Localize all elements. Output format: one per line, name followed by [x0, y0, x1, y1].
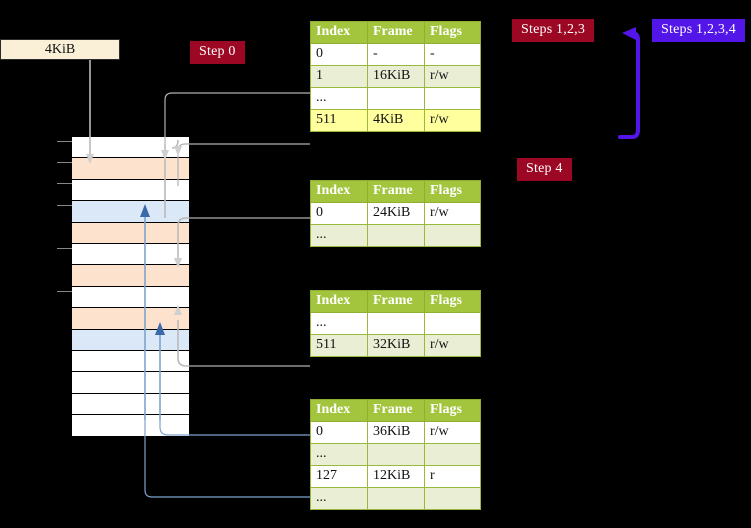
cell-flags [424, 224, 481, 247]
cell-frame: 16KiB [367, 65, 425, 88]
cell-index: 511 [310, 109, 368, 132]
cell-frame: 24KiB [367, 202, 425, 225]
column-header-index: Index [310, 21, 368, 44]
cell-index: 127 [310, 465, 368, 488]
badge-step-0: Step 0 [190, 41, 245, 64]
memory-frame-row[interactable] [72, 350, 189, 373]
column-header-frame: Frame [367, 399, 425, 422]
cell-flags [424, 312, 481, 335]
column-header-index: Index [310, 399, 368, 422]
cell-index: 511 [310, 334, 368, 357]
column-header-flags: Flags [424, 21, 481, 44]
cell-flags [424, 487, 481, 510]
memory-tick [57, 141, 72, 142]
cell-frame: 12KiB [367, 465, 425, 488]
badge-steps-1-2-3-4: Steps 1,2,3,4 [652, 19, 745, 42]
cell-index: ... [310, 443, 368, 466]
cell-flags: r/w [424, 109, 481, 132]
memory-frame-row[interactable] [72, 243, 189, 266]
column-header-index: Index [310, 180, 368, 203]
cell-frame: 36KiB [367, 421, 425, 444]
table-row[interactable]: ... [310, 443, 481, 466]
memory-frame-row[interactable] [72, 329, 189, 351]
cell-frame [367, 443, 425, 466]
memory-frame-row[interactable] [72, 415, 189, 437]
column-header-flags: Flags [424, 290, 481, 313]
memory-size-box: 4KiB [0, 39, 120, 60]
cell-flags [424, 87, 481, 110]
column-header-index: Index [310, 290, 368, 313]
cell-frame [367, 487, 425, 510]
wire-pml4-511 [177, 143, 310, 186]
cell-index: 0 [310, 43, 368, 66]
cell-frame [367, 224, 425, 247]
memory-frame-row[interactable] [72, 137, 189, 159]
cell-index: 0 [310, 421, 368, 444]
cell-index: ... [310, 487, 368, 510]
memory-frame-row[interactable] [72, 286, 189, 309]
cell-index: ... [310, 87, 368, 110]
memory-tick [57, 183, 72, 184]
cell-index: 1 [310, 65, 368, 88]
wire-steps-loop [618, 31, 640, 139]
memory-frame-row[interactable] [72, 372, 189, 394]
memory-frame-row[interactable] [72, 308, 189, 330]
memory-frame-row[interactable] [72, 265, 189, 287]
memory-frame-row[interactable] [72, 393, 189, 416]
cell-flags: r/w [424, 334, 481, 357]
memory-tick [57, 162, 72, 163]
cell-frame: 32KiB [367, 334, 425, 357]
cell-frame: 4KiB [367, 109, 425, 132]
cell-flags: r/w [424, 65, 481, 88]
table-row[interactable]: 0-- [310, 43, 481, 66]
cell-index: ... [310, 224, 368, 247]
memory-tick [57, 205, 72, 206]
cell-flags: - [424, 43, 481, 66]
badge-step-4: Step 4 [517, 158, 572, 181]
column-header-frame: Frame [367, 290, 425, 313]
physical-memory-column [71, 136, 190, 437]
cell-frame [367, 87, 425, 110]
table-row[interactable]: ... [310, 87, 481, 110]
arrow-head-purple [622, 27, 636, 40]
cell-flags: r [424, 465, 481, 488]
badge-steps-1-2-3: Steps 1,2,3 [512, 19, 595, 42]
column-header-flags: Flags [424, 180, 481, 203]
cell-flags: r/w [424, 202, 481, 225]
table-row[interactable]: ... [310, 312, 481, 335]
table-row[interactable]: ... [310, 487, 481, 510]
memory-frame-row[interactable] [72, 201, 189, 223]
memory-tick [57, 248, 72, 249]
column-header-frame: Frame [367, 180, 425, 203]
cell-frame: - [367, 43, 425, 66]
cell-index: ... [310, 312, 368, 335]
column-header-flags: Flags [424, 399, 481, 422]
cell-flags [424, 443, 481, 466]
cell-index: 0 [310, 202, 368, 225]
cell-flags: r/w [424, 421, 481, 444]
cell-frame [367, 312, 425, 335]
memory-frame-row[interactable] [72, 179, 189, 202]
column-header-frame: Frame [367, 21, 425, 44]
memory-frame-row[interactable] [72, 158, 189, 180]
table-row[interactable]: ... [310, 224, 481, 247]
memory-frame-row[interactable] [72, 222, 189, 244]
memory-size-label: 4KiB [44, 41, 76, 57]
memory-tick [57, 291, 72, 292]
